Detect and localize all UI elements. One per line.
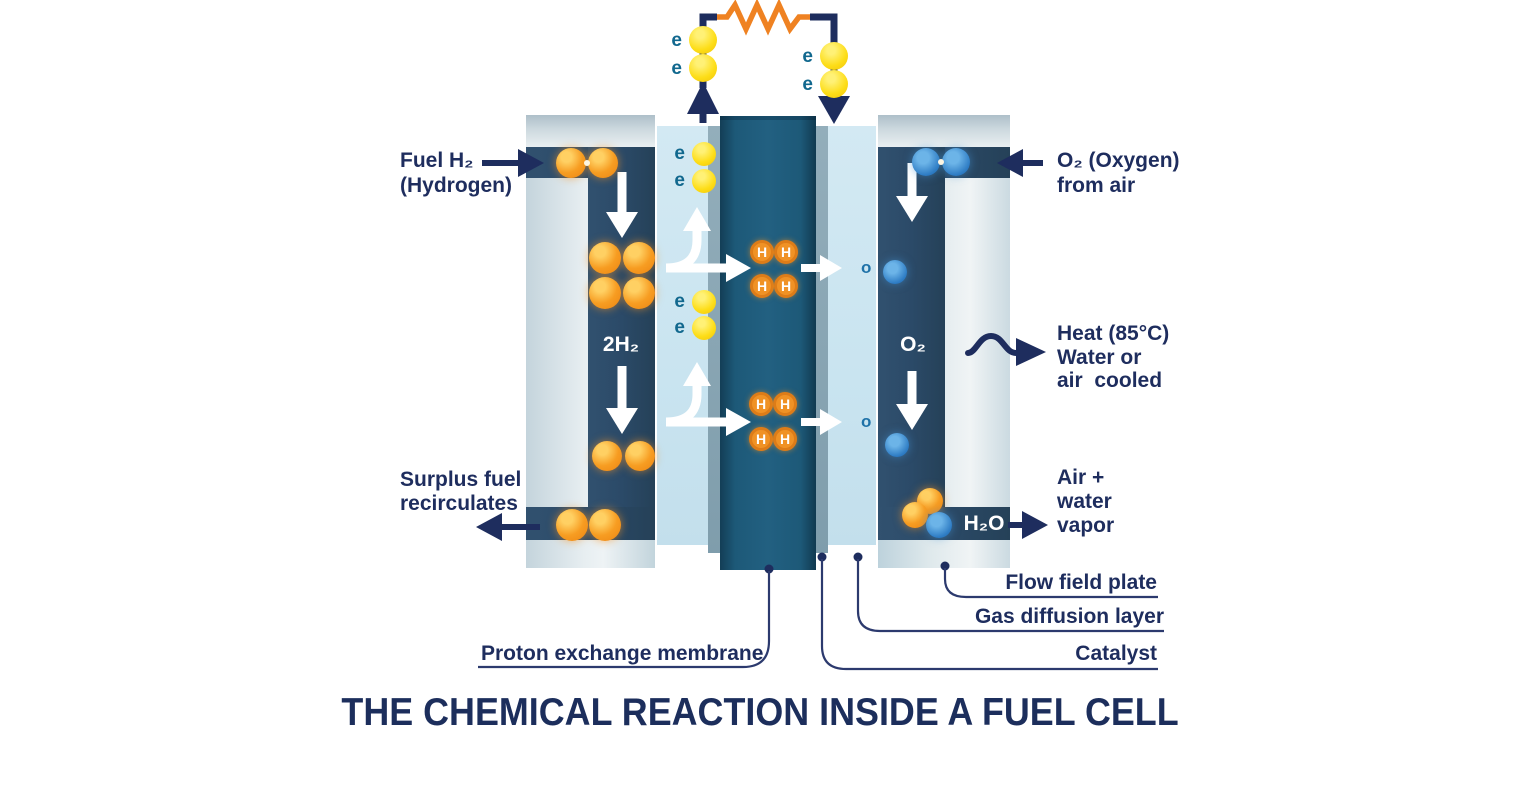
fuel-label-line1: Fuel H₂ — [400, 149, 474, 172]
hydrogen-molecule — [556, 148, 586, 178]
hydrogen-molecule — [556, 509, 588, 541]
hydrogen-molecule — [592, 441, 622, 471]
oxygen-molecule — [942, 148, 970, 176]
plate-cap — [526, 115, 655, 147]
electron-ball — [692, 316, 716, 340]
fuel-label-line2: (Hydrogen) — [400, 174, 512, 197]
proton-h-ion: H — [773, 427, 797, 451]
h2-channel-label: 2H₂ — [602, 333, 640, 356]
hydrogen-molecule — [902, 502, 928, 528]
proton-exchange-membrane — [720, 116, 816, 570]
catalyst-layer-left — [708, 126, 720, 553]
heat-label-line3: air cooled — [1057, 369, 1163, 392]
heat-arrow-icon — [1016, 338, 1046, 366]
heat-label-line1: Heat (85°C) — [1057, 322, 1170, 345]
oxygen-molecule — [885, 433, 909, 457]
catalyst-layer-right — [816, 126, 828, 553]
electron-label: e — [674, 317, 685, 338]
oxygen-atom-label: o — [861, 258, 872, 277]
electron-label: e — [674, 143, 685, 164]
gas-diffusion-layer-label: Gas diffusion layer — [974, 605, 1164, 628]
hydrogen-molecule — [625, 441, 655, 471]
heat-label-line2: Water or — [1057, 346, 1142, 369]
air-label-line3: vapor — [1057, 514, 1115, 537]
leader-dot-gas-diffusion — [853, 552, 863, 562]
proton-h-ion: H — [749, 427, 773, 451]
air-label-line1: Air + — [1057, 466, 1105, 489]
page-title: THE CHEMICAL REACTION INSIDE A FUEL CELL — [0, 691, 1520, 735]
electron-label: e — [671, 58, 682, 79]
electron-ball — [820, 42, 848, 70]
proton-h-ion: H — [773, 392, 797, 416]
electron-label: e — [671, 30, 682, 51]
electron-label: e — [802, 46, 813, 67]
surplus-label-line1: Surplus fuel — [400, 468, 522, 491]
molecule-bond — [584, 160, 590, 166]
electron-ball — [692, 290, 716, 314]
oxygen-label-line2: from air — [1057, 174, 1136, 197]
hydrogen-molecule — [623, 242, 655, 274]
electron-ball — [689, 54, 717, 82]
gas-diffusion-layer-right — [828, 126, 876, 545]
proton-h-ion: H — [774, 240, 798, 264]
catalyst-label: Catalyst — [1075, 642, 1157, 665]
air-label-line2: water — [1057, 490, 1112, 513]
oxygen-molecule — [883, 260, 907, 284]
leader-dot-catalyst — [817, 552, 827, 562]
h2o-out-label: H₂O — [963, 512, 1005, 535]
hydrogen-molecule — [589, 509, 621, 541]
surplus-out-arrow-icon — [476, 513, 502, 541]
water-molecule — [926, 512, 952, 538]
electron-up-arrow-icon — [687, 82, 719, 114]
hydrogen-molecule — [623, 277, 655, 309]
oxygen-atom-label: o — [861, 412, 872, 431]
electron-ball — [689, 26, 717, 54]
surplus-label-line2: recirculates — [400, 492, 518, 515]
proton-h-ion: H — [774, 274, 798, 298]
proton-exchange-membrane-label: Proton exchange membrane — [481, 642, 764, 665]
plate-cap — [878, 115, 1010, 147]
electron-ball — [692, 142, 716, 166]
molecule-bond — [938, 159, 944, 165]
flow-field-plate-label: Flow field plate — [1005, 571, 1157, 594]
hydrogen-molecule — [589, 242, 621, 274]
electron-label: e — [674, 170, 685, 191]
oxygen-label-line1: O₂ (Oxygen) — [1057, 149, 1180, 172]
electron-ball — [820, 70, 848, 98]
o2-channel-label: O₂ — [900, 333, 926, 356]
hydrogen-molecule — [588, 148, 618, 178]
resistor-icon — [717, 0, 812, 36]
proton-h-ion: H — [749, 392, 773, 416]
electron-label: e — [674, 291, 685, 312]
proton-h-ion: H — [750, 240, 774, 264]
electron-ball — [692, 169, 716, 193]
electron-label: e — [802, 74, 813, 95]
page-title-text: THE CHEMICAL REACTION INSIDE A FUEL CELL — [341, 691, 1179, 734]
electron-down-arrow-icon — [818, 96, 850, 124]
proton-h-ion: H — [750, 274, 774, 298]
hydrogen-molecule — [589, 277, 621, 309]
vapor-out-arrow-icon — [1022, 511, 1048, 539]
oxygen-molecule — [912, 148, 940, 176]
